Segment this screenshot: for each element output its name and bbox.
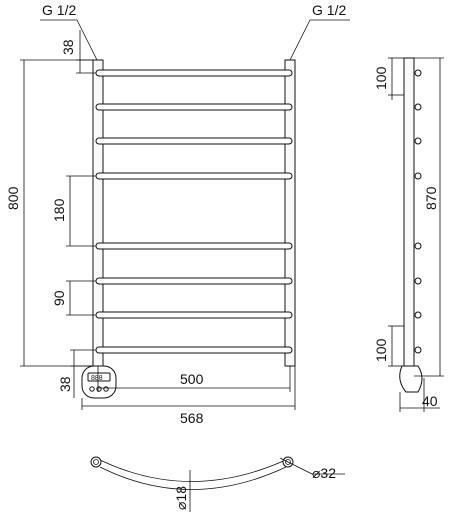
heater-button-icon xyxy=(103,386,109,392)
front-view: G 1/2 G 1/2 38 800 180 90 38 xyxy=(5,2,350,426)
height-label: 800 xyxy=(5,186,21,210)
heater-side-body xyxy=(399,365,423,393)
top-view-left-pipe xyxy=(90,456,102,468)
top-view-left-pipe-inner xyxy=(93,459,99,465)
heater-button-icon xyxy=(96,386,102,392)
rung xyxy=(95,103,293,111)
inlet-left-label: G 1/2 xyxy=(42,2,76,18)
rung xyxy=(95,137,293,145)
rung-diameter-label: ⌀18 xyxy=(173,486,189,510)
side-rung-stub xyxy=(414,69,422,77)
top-offset-label: 38 xyxy=(60,39,76,55)
center-distance-label: 500 xyxy=(180,371,204,387)
top-view-right-pipe-inner xyxy=(285,459,291,465)
rung-spacing-large-label: 180 xyxy=(51,198,67,222)
rung xyxy=(95,172,293,180)
side-rung-stub xyxy=(414,346,422,354)
pipe-diameter-label: ⌀32 xyxy=(312,465,336,481)
side-rung-stub xyxy=(414,172,422,180)
overall-width-label: 568 xyxy=(180,410,204,426)
heater-controller: 888 xyxy=(81,365,117,399)
heater-display-text: 888 xyxy=(91,375,103,382)
rung xyxy=(95,69,293,77)
side-top-spacing-label: 100 xyxy=(373,66,389,90)
heater-display xyxy=(87,372,111,382)
horizontal-rungs xyxy=(95,69,293,354)
side-view: 100 100 870 40 xyxy=(373,57,444,412)
heater-body xyxy=(81,365,117,399)
side-rung-stub xyxy=(414,137,422,145)
side-pipe xyxy=(403,57,415,377)
depth-label: 40 xyxy=(422,393,438,409)
inlet-right-leader-diag xyxy=(289,19,311,61)
inlet-left-leader-diag xyxy=(76,19,98,61)
heater-button-icon xyxy=(89,386,95,392)
rung xyxy=(95,277,293,285)
side-rung-stub xyxy=(414,277,422,285)
side-overall-height-label: 870 xyxy=(423,186,439,210)
inlet-right-label: G 1/2 xyxy=(312,2,346,18)
diameter-32-leader xyxy=(279,457,313,475)
side-rung-stub xyxy=(414,103,422,111)
top-view-rung-outer xyxy=(95,457,291,482)
top-view: ⌀32 ⌀18 xyxy=(90,456,345,512)
bottom-offset-label: 38 xyxy=(57,376,73,392)
top-view-rung-inner xyxy=(99,466,287,490)
side-bottom-spacing-label: 100 xyxy=(373,338,389,362)
rung xyxy=(95,346,293,354)
rung xyxy=(95,311,293,319)
side-rung-stub xyxy=(414,311,422,319)
side-rung-stub xyxy=(414,242,422,250)
rung xyxy=(95,242,293,250)
rung-spacing-small-label: 90 xyxy=(51,290,67,306)
